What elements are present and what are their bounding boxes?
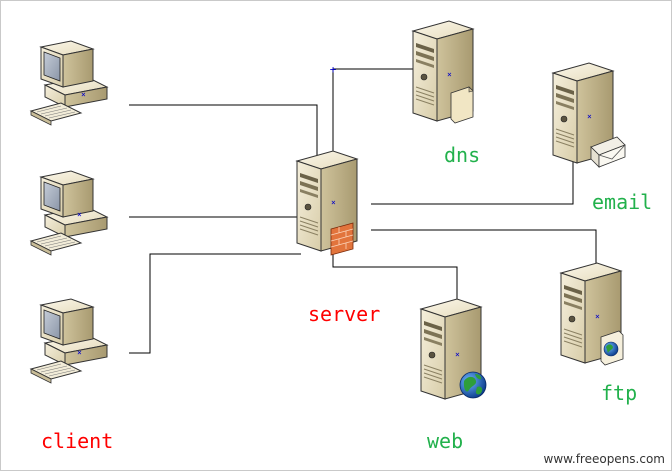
ftp-label: ftp [601,381,637,405]
ftp-document-icon [600,330,624,366]
link-server-dns [332,68,413,153]
client-label: client [41,429,113,453]
junction-marker: + [330,63,337,76]
envelope-icon [590,136,626,168]
connection-lines [129,68,597,354]
firewall-icon [330,222,354,256]
server-label: server [308,302,380,326]
selection-marker: × [77,210,82,219]
client-computer-1: × [30,40,108,126]
selection-marker: × [455,350,460,359]
selection-marker: × [81,90,86,99]
link-client3-server [129,253,301,354]
watermark: www.freeopens.com [544,452,665,466]
web-label: web [427,429,463,453]
link-server-web [332,246,458,301]
dns-label: dns [444,143,480,167]
selection-marker: × [77,348,82,357]
client-computer-3: × [30,298,108,384]
dns-server: × [412,20,474,124]
link-server-email [371,151,574,205]
selection-marker: × [447,70,452,79]
link-server-ftp [371,229,597,263]
link-client1-server [129,104,318,166]
selection-marker: × [595,312,600,321]
ftp-server: × [560,262,624,366]
globe-icon [459,371,487,399]
selection-marker: × [331,198,336,207]
client-computer-2: × [30,170,108,256]
web-server: × [420,298,487,400]
selection-marker: × [587,112,592,121]
document-icon [450,86,474,124]
email-server: × [552,62,626,168]
server-tower: × [296,150,358,256]
email-label: email [592,190,652,214]
